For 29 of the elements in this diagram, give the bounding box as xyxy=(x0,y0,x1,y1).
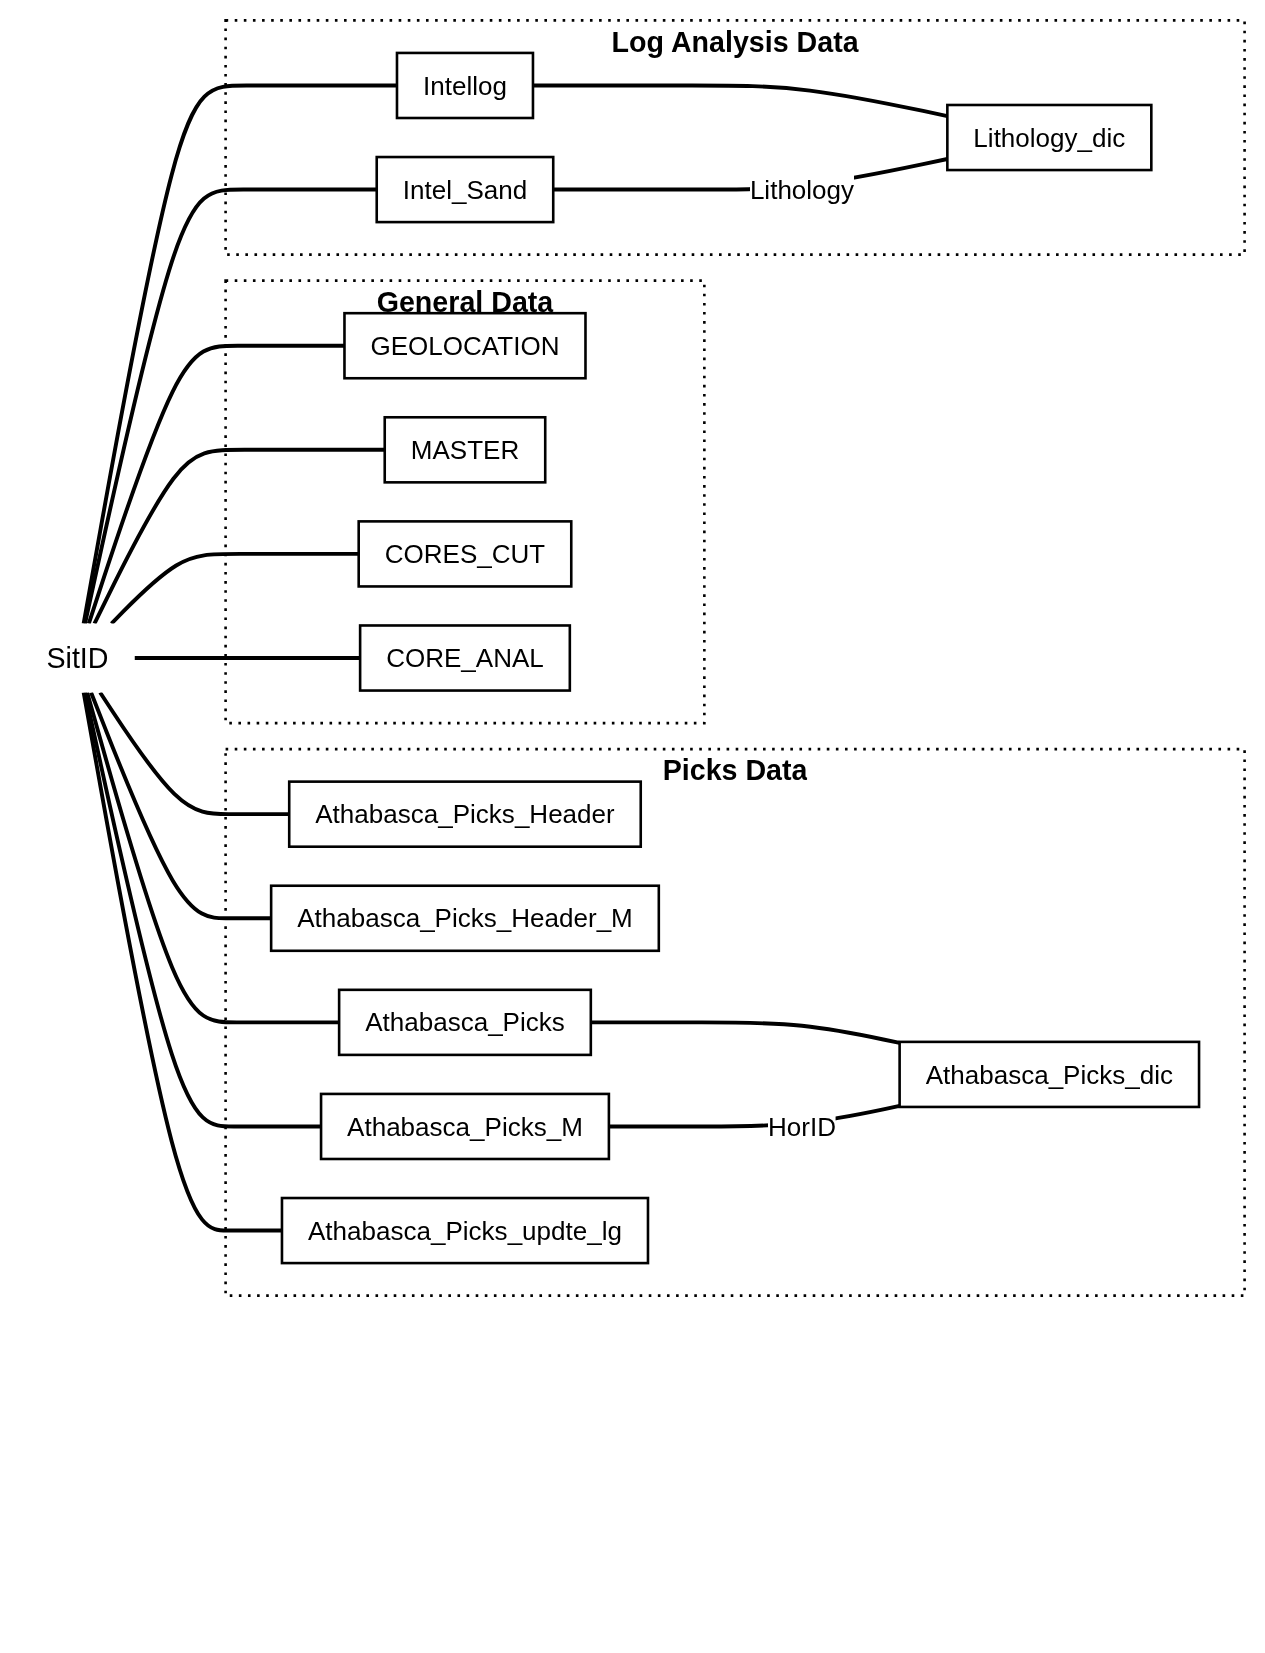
edge-label: HorID xyxy=(768,1112,836,1141)
node-box: Athabasca_Picks_Header_M xyxy=(269,884,661,953)
connector xyxy=(81,83,397,624)
connector xyxy=(98,691,290,817)
connector xyxy=(92,447,385,625)
connector xyxy=(86,343,345,625)
connector xyxy=(590,1020,901,1045)
node-box: Intel_Sand xyxy=(375,155,555,224)
connector xyxy=(89,691,272,921)
connector xyxy=(81,692,282,1233)
node-box: Athabasca_Picks_dic xyxy=(898,1040,1201,1109)
node-box: CORES_CUT xyxy=(357,520,573,588)
edge-label: Lithology xyxy=(749,175,855,204)
node-box: Lithology_dic xyxy=(946,103,1153,172)
node-text: SitID xyxy=(46,641,109,675)
connector xyxy=(110,551,359,625)
node-box: GEOLOCATION xyxy=(343,311,587,380)
connector xyxy=(532,83,948,118)
connector xyxy=(134,656,361,660)
connector xyxy=(85,691,340,1025)
node-box: Athabasca_Picks_updte_lg xyxy=(280,1196,650,1265)
connector xyxy=(83,692,322,1129)
node-box: MASTER xyxy=(383,416,547,484)
node-box: Athabasca_Picks xyxy=(337,988,593,1057)
connector xyxy=(83,187,377,624)
node-box: Intellog xyxy=(395,51,535,120)
node-box: Athabasca_Picks_Header xyxy=(287,780,643,848)
node-box: Athabasca_Picks_M xyxy=(319,1092,611,1161)
node-box: CORE_ANAL xyxy=(358,624,572,692)
